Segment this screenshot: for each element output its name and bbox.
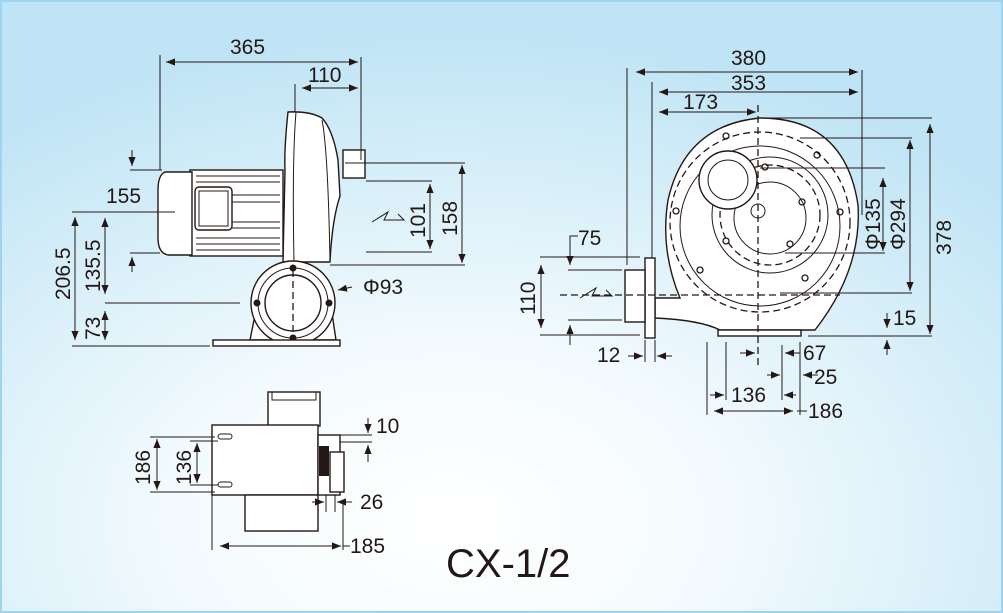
bottom-dim-186: 186 (132, 450, 155, 485)
outlet-flange (644, 257, 656, 339)
housing-plan (211, 424, 319, 496)
dim-12: 12 (597, 344, 620, 367)
volute-casing (654, 117, 860, 331)
dim-73: 73 (82, 317, 105, 340)
dim-353: 353 (731, 72, 766, 95)
dim-110: 110 (308, 64, 341, 87)
outlet-stub (342, 149, 366, 179)
model-title: CX-1/2 (446, 542, 571, 586)
blower-housing (282, 111, 341, 263)
dim-378: 378 (933, 220, 956, 255)
dim-phi93: Φ93 (363, 276, 403, 299)
front-view: 380 353 173 378 Φ294 Φ135 15 110 75 12 6… (517, 47, 956, 423)
motor-end-cap (157, 171, 193, 256)
airflow-arrow-icon (579, 286, 614, 299)
dim-155: 155 (106, 185, 141, 208)
terminal-box (194, 186, 233, 231)
base-plate (212, 339, 341, 347)
dim-101: 101 (407, 203, 430, 238)
side-view: 365 110 155 206.5 135.5 73 158 101 Φ93 (52, 36, 466, 347)
dim-206-5: 206.5 (52, 247, 75, 300)
outlet-pipe (624, 269, 646, 323)
dim-365: 365 (230, 36, 265, 59)
motor-flange-circle (698, 150, 758, 210)
bottom-dim-26: 26 (360, 491, 383, 514)
bottom-dim-10: 10 (376, 415, 399, 438)
bottom-view: 186 136 10 26 185 (132, 391, 399, 558)
front-base (717, 329, 802, 337)
bottom-dim-136: 136 (173, 450, 196, 485)
motor-plan (244, 494, 319, 532)
dim-110-outlet: 110 (517, 282, 540, 315)
dim-phi135: Φ135 (862, 198, 885, 250)
bottom-dim-185: 185 (350, 535, 385, 558)
dim-380: 380 (731, 47, 766, 70)
dim-67: 67 (803, 342, 826, 365)
dim-186: 186 (808, 400, 843, 423)
dim-15: 15 (893, 307, 916, 330)
top-nozzle (267, 391, 321, 427)
dim-173: 173 (683, 91, 718, 114)
dim-phi294: Φ294 (887, 198, 910, 250)
dim-158: 158 (439, 201, 462, 236)
dim-135-5: 135.5 (82, 239, 105, 292)
dim-75: 75 (578, 227, 601, 250)
dim-25: 25 (814, 366, 837, 389)
airflow-arrow-icon (371, 210, 406, 223)
dim-136: 136 (731, 384, 766, 407)
